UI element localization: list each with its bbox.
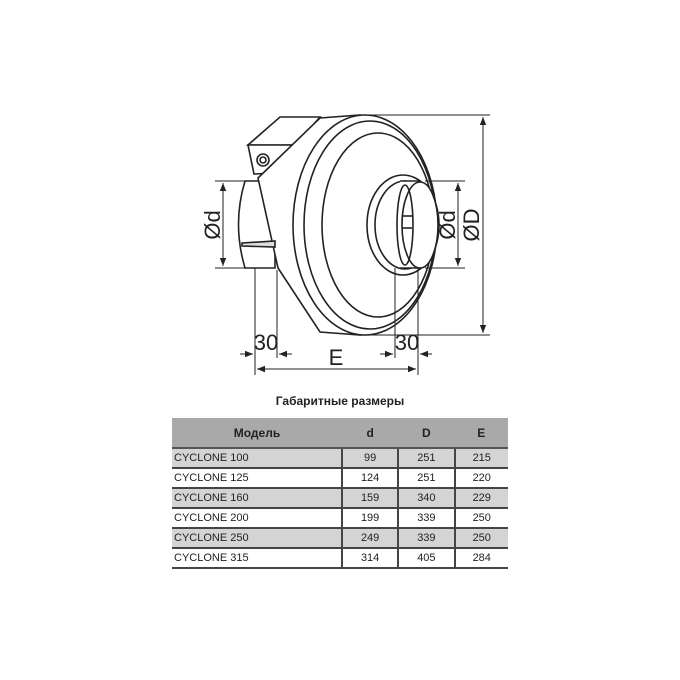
cell-D: 251 xyxy=(397,468,455,489)
header-D: D xyxy=(398,418,455,449)
cell-model: CYCLONE 200 xyxy=(172,508,342,529)
label-offset-left: 30 xyxy=(254,330,278,355)
cell-d: 99 xyxy=(340,448,399,469)
cell-d: 314 xyxy=(340,548,399,569)
cell-E: 284 xyxy=(453,548,508,569)
table-header-row: Модель d D E xyxy=(172,418,508,449)
header-d: d xyxy=(342,418,399,449)
cell-d: 159 xyxy=(340,488,399,509)
cell-model: CYCLONE 125 xyxy=(172,468,342,489)
label-d-right: Ød xyxy=(435,210,460,239)
header-model: Модель xyxy=(172,418,342,449)
cell-D: 339 xyxy=(397,508,455,529)
cell-E: 250 xyxy=(453,508,508,529)
cell-E: 220 xyxy=(453,468,508,489)
label-offset-right: 30 xyxy=(395,330,419,355)
fan-dimension-drawing: Ød Ød ØD 30 30 E xyxy=(200,114,490,375)
cell-D: 339 xyxy=(397,528,455,549)
cell-D: 251 xyxy=(397,448,455,469)
cell-d: 124 xyxy=(340,468,399,489)
label-D-right: ØD xyxy=(459,209,484,242)
cell-E: 250 xyxy=(453,528,508,549)
cell-model: CYCLONE 100 xyxy=(172,448,342,469)
fan-body xyxy=(237,114,440,336)
cell-E: 229 xyxy=(453,488,508,509)
table-title: Габаритные размеры xyxy=(275,394,405,408)
cell-model: CYCLONE 315 xyxy=(172,548,342,569)
cell-D: 405 xyxy=(397,548,455,569)
cell-model: CYCLONE 250 xyxy=(172,528,342,549)
cell-D: 340 xyxy=(397,488,455,509)
cell-d: 249 xyxy=(340,528,399,549)
cell-model: CYCLONE 160 xyxy=(172,488,342,509)
cell-E: 215 xyxy=(453,448,508,469)
label-d-left: Ød xyxy=(200,210,225,239)
dimension-lines xyxy=(215,114,490,375)
header-E: E xyxy=(454,418,508,449)
cell-d: 199 xyxy=(340,508,399,529)
label-length-E: E xyxy=(329,345,344,370)
